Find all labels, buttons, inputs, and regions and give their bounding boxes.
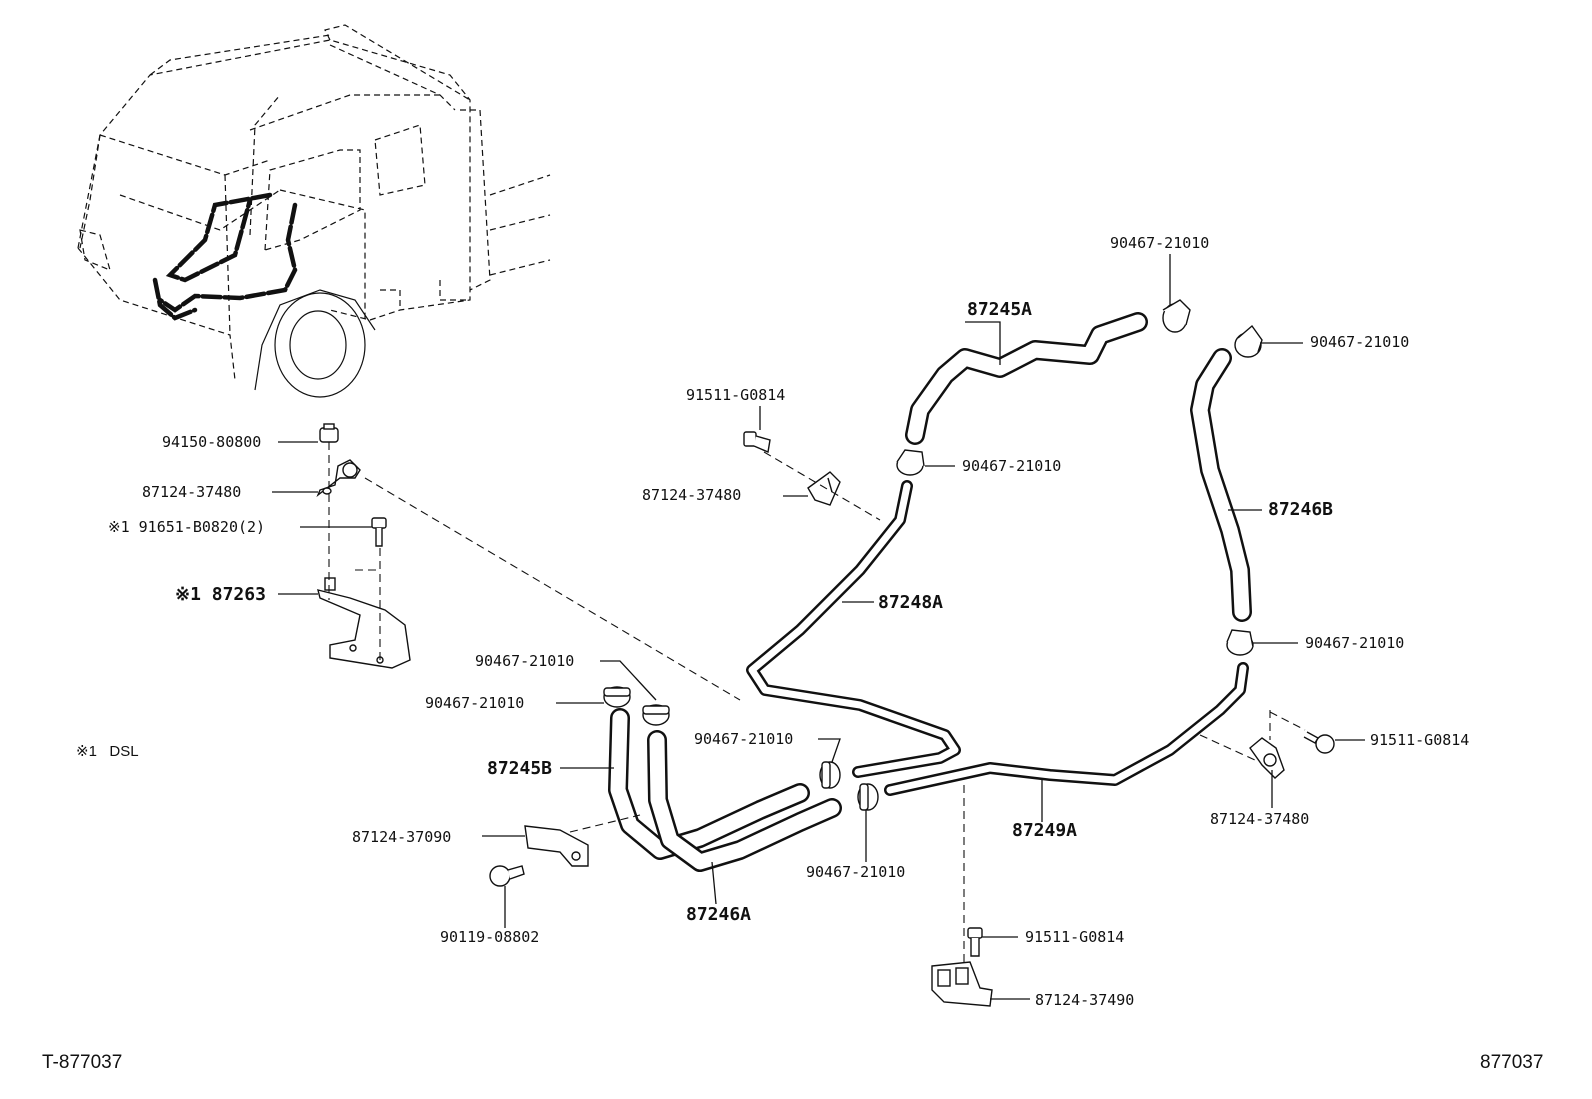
hose-clip-center-a (819, 761, 841, 789)
label-hose-87245b: 87245B (487, 758, 552, 779)
footer-left-code: T-877037 (42, 1052, 122, 1073)
label-clamp-bracket-lower-left: 87124-37090 (352, 828, 451, 846)
label-note-dsl: ※1 DSL (76, 743, 139, 760)
label-bolt-bottom: 91511-G0814 (1025, 928, 1124, 946)
label-clamp-top-right-a: 90467-21010 (1110, 234, 1209, 252)
label-bracket-upper-mid: 87124-37480 (642, 486, 741, 504)
label-clamp-right-top: 90467-21010 (1310, 333, 1409, 351)
bolt-bottom (967, 927, 983, 957)
bracket-87124-37480-left (316, 459, 361, 498)
label-bolt-right: 91511-G0814 (1370, 731, 1469, 749)
label-bracket-right: 87124-37480 (1210, 810, 1309, 828)
hose-87245b (608, 708, 810, 860)
hose-clip-left-a (603, 686, 631, 708)
nut-left (319, 423, 339, 443)
label-hose-87248a: 87248A (878, 592, 943, 613)
part-labels: 90467-21010 87245A 90467-21010 91511-G08… (76, 234, 1469, 1009)
bracket-87124-37480-upper-mid (807, 471, 841, 506)
label-hose-87249a: 87249A (1012, 820, 1077, 841)
label-bracket-bottom: 87124-37490 (1035, 991, 1134, 1009)
label-bolt-upper-mid: 91511-G0814 (686, 386, 785, 404)
bracket-87124-37490 (931, 961, 993, 1007)
hose-clip-right-mid (1226, 629, 1254, 656)
hose-87249a (884, 662, 1249, 796)
hose-87246a (647, 730, 842, 872)
assembly-lines (328, 442, 1306, 965)
hose-clip-center-b (857, 783, 879, 811)
label-hose-87245a: 87245A (967, 299, 1032, 320)
hose-87245a (905, 312, 1148, 445)
label-clamp-center-a: 90467-21010 (694, 730, 793, 748)
label-hose-87246b: 87246B (1268, 499, 1333, 520)
hose-clip-right-top (1234, 324, 1263, 358)
label-clamp-left-b: 90467-21010 (475, 652, 574, 670)
label-clamp-left-a: 90467-21010 (425, 694, 524, 712)
hose-87248a (746, 480, 961, 778)
label-hose-87246a: 87246A (686, 904, 751, 925)
bolt-left (371, 517, 387, 547)
bolt-right (1303, 731, 1335, 754)
hose-clip-top-right-a (1162, 299, 1191, 333)
truck-illustration (77, 24, 551, 398)
label-nut-left: 94150-80800 (162, 433, 261, 451)
bracket-87263 (317, 577, 411, 669)
hose-clip-upper-mid (896, 449, 925, 476)
bracket-87124-37480-right (1249, 737, 1285, 779)
hose-clip-left-b (642, 704, 670, 726)
label-clamp-center-b: 90467-21010 (806, 863, 905, 881)
hose-87246b (1190, 348, 1252, 622)
label-clamp-bracket-left: 87124-37480 (142, 483, 241, 501)
label-clamp-right-mid: 90467-21010 (1305, 634, 1404, 652)
bracket-87124-37090 (524, 825, 589, 867)
label-bracket-87263: ※1 87263 (175, 584, 266, 605)
bolt-upper-mid (743, 431, 771, 453)
label-clamp-upper-mid: 90467-21010 (962, 457, 1061, 475)
label-bolt-left-note: ※1 91651-B0820(2) (108, 518, 265, 536)
leader-lines (272, 254, 1365, 1000)
bolt-lower-left (489, 865, 525, 887)
footer-right-code: 877037 (1480, 1052, 1543, 1073)
label-bolt-lower-left: 90119-08802 (440, 928, 539, 946)
